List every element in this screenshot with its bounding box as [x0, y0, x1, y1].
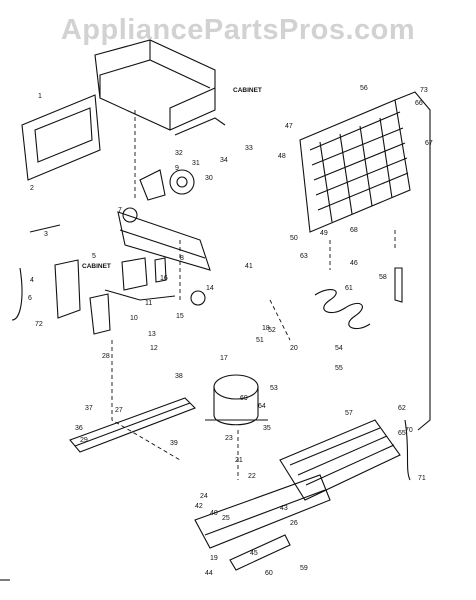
tube-part [394, 267, 411, 481]
part-number-label: 15 [176, 313, 184, 320]
part-number-label: 41 [245, 263, 253, 270]
part-number-label: 60 [265, 570, 273, 577]
part-number-label: 20 [290, 345, 298, 352]
part-number-label: 67 [425, 140, 433, 147]
part-number-label: 51 [256, 337, 264, 344]
part-number-label: 73 [420, 87, 428, 94]
part-number-label: 68 [350, 227, 358, 234]
part-number-label: 72 [35, 321, 43, 328]
part-number-label: 62 [398, 405, 406, 412]
side-panel-part [21, 94, 101, 181]
part-number-label: 52 [268, 327, 276, 334]
part-number-label: 56 [360, 85, 368, 92]
part-number-label: 59 [300, 565, 308, 572]
part-number-label: 5 [92, 253, 96, 260]
part-number-label: 4 [30, 277, 34, 284]
part-number-label: 27 [115, 407, 123, 414]
part-number-label: 39 [170, 440, 178, 447]
part-number-label: 22 [248, 473, 256, 480]
part-number-label: 2 [30, 185, 34, 192]
cabinet-top-part [94, 39, 226, 136]
part-number-label: 25 [222, 515, 230, 522]
part-number-label: 53 [270, 385, 278, 392]
part-number-label: 31 [192, 160, 200, 167]
cabinet-label-top: CABINET [233, 87, 262, 94]
part-number-label: 71 [418, 475, 426, 482]
part-number-label: 30 [205, 175, 213, 182]
part-number-label: 48 [278, 153, 286, 160]
part-number-label: 38 [175, 373, 183, 380]
part-number-label: 34 [220, 157, 228, 164]
drain-pan-part [279, 419, 401, 501]
part-number-label: 46 [350, 260, 358, 267]
part-number-label: 37 [85, 405, 93, 412]
part-number-label: 61 [345, 285, 353, 292]
part-number-label: 7 [118, 207, 122, 214]
part-number-label: 28 [102, 353, 110, 360]
part-number-label: 55 [335, 365, 343, 372]
duct-bracket-part [117, 207, 211, 271]
part-number-label: 1 [38, 93, 42, 100]
part-number-label: 13 [148, 331, 156, 338]
part-number-label: 35 [263, 425, 271, 432]
part-number-label: 12 [150, 345, 158, 352]
part-number-label: 44 [205, 570, 213, 577]
part-number-label: 14 [206, 285, 214, 292]
relay-parts [104, 257, 206, 306]
evaporator-coil-part [299, 91, 431, 431]
part-number-label: 65 [398, 430, 406, 437]
callout-numbers: 1234567891011121314151617181920212223242… [28, 85, 433, 577]
part-number-label: 19 [210, 555, 218, 562]
part-number-label: 40 [210, 510, 218, 517]
part-number-label: 9 [175, 165, 179, 172]
part-number-label: 50 [290, 235, 298, 242]
part-number-label: 24 [200, 493, 208, 500]
part-number-label: 47 [285, 123, 293, 130]
part-number-label: 69 [240, 395, 248, 402]
base-frame-part [194, 474, 331, 571]
part-number-label: 33 [245, 145, 253, 152]
cabinet-label-left: CABINET [82, 263, 111, 270]
leader-lines [111, 110, 396, 480]
part-number-label: 70 [405, 427, 413, 434]
part-number-label: 11 [145, 300, 152, 307]
control-box-part [11, 224, 111, 335]
watermark: AppliancePartsPros.com [60, 14, 416, 46]
part-number-label: 10 [130, 315, 138, 322]
condenser-coil-part [314, 289, 371, 330]
part-number-label: 45 [250, 550, 258, 557]
part-number-label: 8 [180, 255, 184, 262]
part-number-label: 6 [28, 295, 32, 302]
part-number-label: 23 [225, 435, 233, 442]
part-number-label: 18 [262, 325, 270, 332]
part-number-label: 3 [44, 231, 48, 238]
base-rail-left-part [69, 397, 196, 453]
part-number-label: 64 [258, 403, 266, 410]
part-number-label: 66 [415, 100, 423, 107]
part-number-label: 43 [280, 505, 288, 512]
fan-assembly-part [139, 169, 195, 201]
part-number-label: 57 [345, 410, 353, 417]
part-number-label: 36 [75, 425, 83, 432]
compressor-part [205, 374, 268, 426]
part-number-label: 17 [220, 355, 228, 362]
part-number-label: 58 [379, 274, 387, 281]
part-number-label: 16 [160, 275, 168, 282]
part-number-label: 29 [80, 437, 88, 444]
part-number-label: 54 [335, 345, 343, 352]
part-number-label: 26 [290, 520, 298, 527]
part-number-label: 32 [175, 150, 183, 157]
part-number-label: 42 [195, 503, 203, 510]
part-number-label: 21 [235, 457, 243, 464]
part-number-label: 63 [300, 253, 308, 260]
part-number-label: 49 [320, 230, 328, 237]
